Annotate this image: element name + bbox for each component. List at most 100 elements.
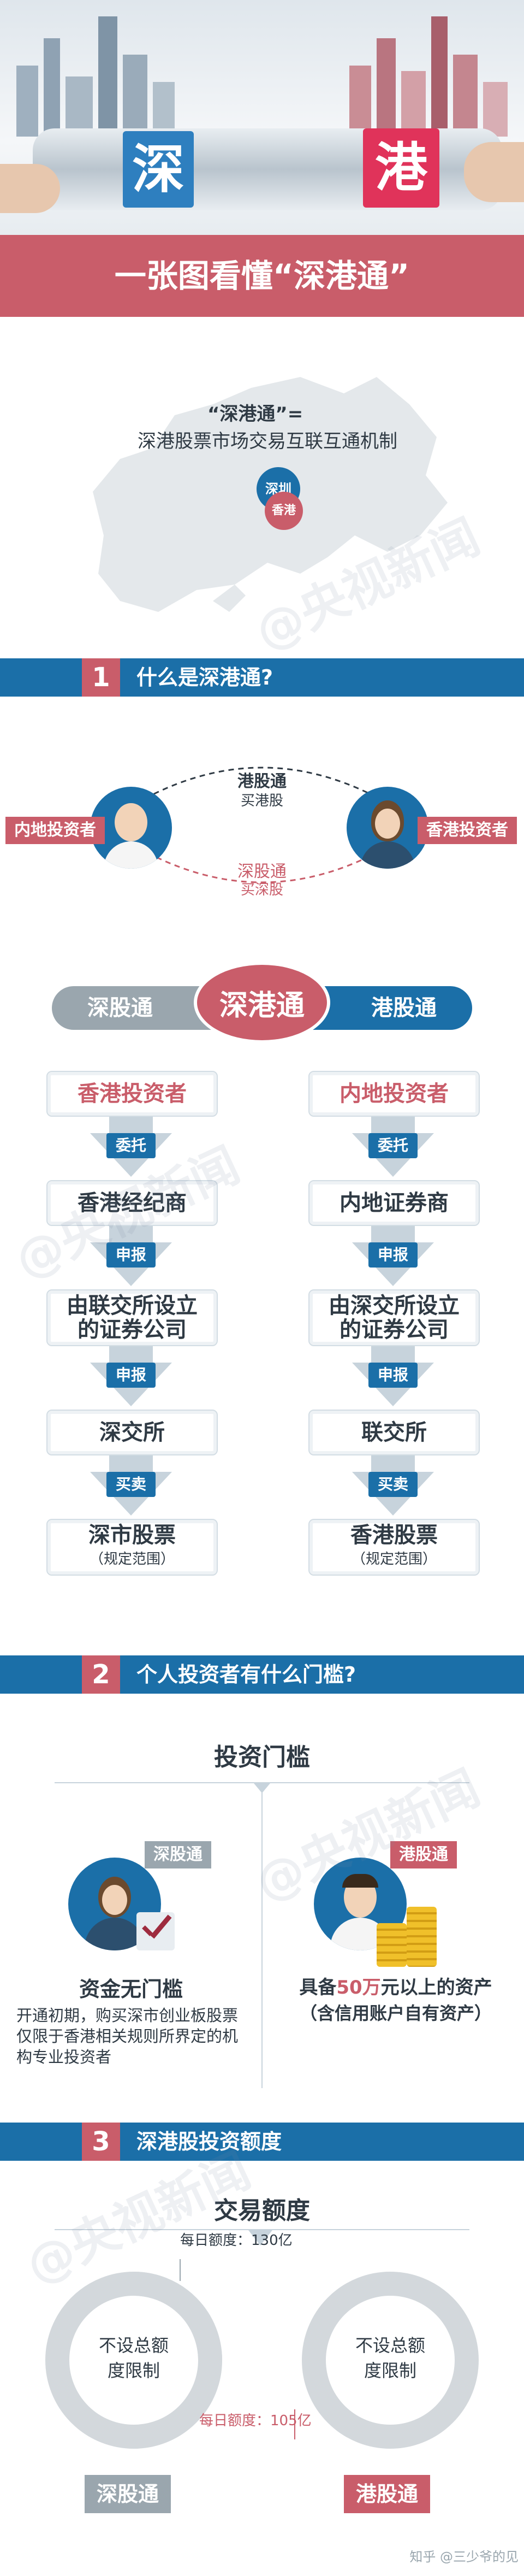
shen-block: 深 xyxy=(123,131,194,208)
flow-left-arrow4-label: 买卖 xyxy=(106,1472,156,1497)
gang-char: 港 xyxy=(375,137,427,198)
flow-left-step5-line2: （规定范围） xyxy=(89,1551,175,1567)
footer-credit: 知乎 @三少爷的见 xyxy=(409,2549,519,2565)
mainland-investor-tag: 内地投资者 xyxy=(5,817,105,844)
daily-quota-bottom: 每日额度：105亿 xyxy=(199,2413,312,2429)
right-line1-num: 50万 xyxy=(336,1977,381,1999)
section1-number: 1 xyxy=(82,658,120,697)
flow-left-arrow2-label: 申报 xyxy=(106,1242,156,1268)
banner-center-label: 深港通 xyxy=(219,989,305,1022)
shen-char: 深 xyxy=(132,139,184,200)
flow-left-step2-label: 香港经纪商 xyxy=(78,1190,187,1216)
flow-left-step3-line1: 由联交所设立 xyxy=(67,1293,198,1318)
banner-right-label: 港股通 xyxy=(371,995,437,1021)
flow-left-step4-label: 深交所 xyxy=(99,1420,165,1445)
flow-right-arrow3-label: 申报 xyxy=(368,1363,418,1388)
hongkong-label: 香港 xyxy=(271,504,296,517)
flow-right-step5-line2: （规定范围） xyxy=(351,1551,437,1567)
left-tag: 深股通 xyxy=(145,1841,211,1868)
banner-left-label: 深股通 xyxy=(87,995,153,1021)
gang-block: 港 xyxy=(363,128,439,208)
left-desc: 开通初期，购买深市创业板股票仅限于香港相关规则所界定的机构专业投资者 xyxy=(16,2006,239,2066)
cycle-top-line2: 买港股 xyxy=(240,793,283,809)
flow-right-arrow1-label: 委托 xyxy=(368,1133,418,1158)
section3-bar: 3 深港股投资额度 xyxy=(0,2123,524,2161)
cycle-diagram: 港股通 买港股 深股通 买深股 内地投资者 香港投资者 xyxy=(0,710,524,929)
flow-left-arrow2: 申报 xyxy=(90,1226,172,1286)
hand-right-icon xyxy=(464,142,524,202)
right-quota-ring xyxy=(302,2272,479,2449)
checkmark-icon xyxy=(136,1912,175,1950)
flow-right-step5: 香港股票 （规定范围） xyxy=(308,1519,480,1576)
quota-right-tag: 港股通 xyxy=(344,2475,431,2513)
section3-title: 深港股投资额度 xyxy=(136,2130,282,2154)
hongkong-badge: 香港 xyxy=(265,492,303,530)
right-circle-text: 不设总额度限制 xyxy=(355,2335,425,2381)
flow-right-arrow4-label: 买卖 xyxy=(368,1472,418,1497)
flow-left-step2: 香港经纪商 xyxy=(46,1180,218,1226)
flow-left-step5: 深市股票 （规定范围） xyxy=(46,1519,218,1576)
quota-rings xyxy=(45,2259,479,2449)
cycle-bottom-line2: 买深股 xyxy=(240,882,283,898)
right-line1: 具备50万元以上的资产 xyxy=(267,1972,524,1999)
section2-number: 2 xyxy=(82,1655,120,1694)
hongkong-investor-tag: 香港投资者 xyxy=(418,817,517,844)
flow-right-arrow2: 申报 xyxy=(352,1226,434,1286)
flow-left-step3: 由联交所设立 的证券公司 xyxy=(46,1289,218,1346)
quota-pointer xyxy=(248,2230,272,2245)
hongkong-investor-avatar xyxy=(347,787,428,869)
left-investor-avatar xyxy=(68,1858,161,1950)
hero-banner: 深 港 xyxy=(0,0,524,235)
banner-right: 港股通 xyxy=(292,986,472,1030)
flow-left-step1: 香港投资者 xyxy=(46,1071,218,1117)
flow-left-arrow1: 委托 xyxy=(90,1117,172,1177)
right-tag: 港股通 xyxy=(390,1841,457,1868)
section3-number: 3 xyxy=(82,2123,120,2161)
flow-left-step4: 深交所 xyxy=(46,1410,218,1455)
flow-right-step3-line2: 的证券公司 xyxy=(340,1317,449,1342)
threshold-divider-v xyxy=(261,1782,263,2088)
flow-left-arrow3-label: 申报 xyxy=(106,1363,156,1388)
banner-center: 深港通 xyxy=(194,962,330,1044)
quota-heading: 交易额度 xyxy=(214,2197,310,2225)
flow-left-arrow4: 买卖 xyxy=(90,1455,172,1516)
flow-right-step1: 内地投资者 xyxy=(308,1071,480,1117)
connect-banner: 深股通 港股通 深港通 xyxy=(0,962,524,1044)
flow-right-step1-label: 内地投资者 xyxy=(340,1081,449,1106)
flow-right: 内地投资者 委托 内地证券商 申报 由深交所设立 的证券公司 申报 联交所 买卖… xyxy=(262,1071,524,1595)
flow-left-step3-line2: 的证券公司 xyxy=(78,1317,187,1342)
flow-right-step3: 由深交所设立 的证券公司 xyxy=(308,1289,480,1346)
left-title: 资金无门槛 xyxy=(79,1977,183,2001)
flow-left-step1-label: 香港投资者 xyxy=(78,1081,187,1106)
flow-left-step5-line1: 深市股票 xyxy=(88,1523,176,1548)
person-icon xyxy=(115,803,147,841)
quota-left-tag: 深股通 xyxy=(85,2475,171,2513)
right-line1-pre: 具备 xyxy=(299,1977,337,1999)
flow-right-arrow2-label: 申报 xyxy=(368,1242,418,1268)
cycle-bottom-line1: 深股通 xyxy=(237,862,287,881)
flow-right-step4: 联交所 xyxy=(308,1410,480,1455)
threshold-pointer xyxy=(254,1783,270,1793)
flow-right-step4-label: 联交所 xyxy=(361,1420,427,1445)
left-quota-arc xyxy=(133,2272,222,2361)
cycle-top-line1: 港股通 xyxy=(237,772,287,791)
flow-right-step2-label: 内地证券商 xyxy=(340,1190,449,1216)
map-definition-title: “深港通”= xyxy=(207,403,303,425)
section2-title: 个人投资者有什么门槛? xyxy=(136,1663,356,1687)
quota-divider-h xyxy=(55,2229,469,2230)
right-line1-post: 元以上的资产 xyxy=(380,1977,492,1999)
flow-right-step2: 内地证券商 xyxy=(308,1180,480,1226)
section1-title: 什么是深港通? xyxy=(136,665,273,689)
flow-right-arrow1: 委托 xyxy=(352,1117,434,1177)
left-circle-text: 不设总额度限制 xyxy=(98,2335,169,2381)
hero-title-bar: 一张图看懂“深港通” xyxy=(0,235,524,317)
threshold-heading: 投资门槛 xyxy=(214,1743,310,1771)
city-skyline-right xyxy=(349,11,513,137)
flow-left: 香港投资者 委托 香港经纪商 申报 由联交所设立 的证券公司 申报 深交所 买卖… xyxy=(0,1071,262,1595)
map-definition-text: 深港股票市场交易互联互通机制 xyxy=(138,431,397,452)
daily-quota-top: 每日额度：130亿 xyxy=(180,2232,293,2249)
right-line2: （含信用账户自有资产） xyxy=(299,2003,492,2024)
section1-bar: 1 什么是深港通? xyxy=(0,658,524,697)
flow-left-arrow3: 申报 xyxy=(90,1346,172,1406)
